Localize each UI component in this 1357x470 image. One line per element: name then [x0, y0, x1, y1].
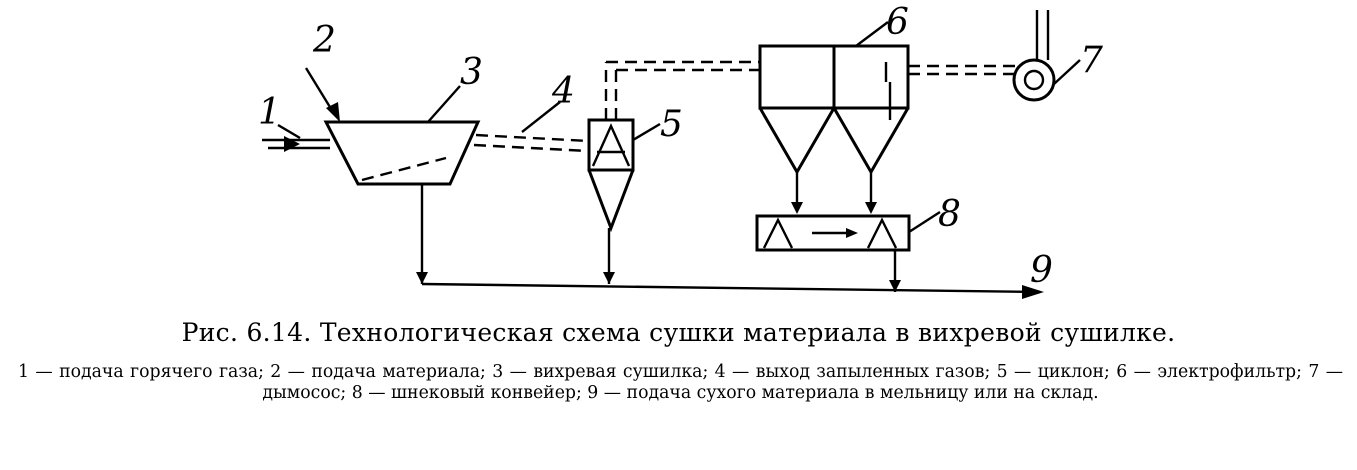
- smoke-exhauster: [1012, 10, 1056, 102]
- dry-material-lines: [416, 184, 1044, 299]
- filter-to-exhauster-duct: [908, 64, 1018, 76]
- process-scheme-diagram: 1 2 3 4 5 6: [258, 2, 1103, 299]
- label-9: 9: [1030, 250, 1053, 291]
- figure-title: Технологическая схема сушки материала в …: [319, 318, 1176, 347]
- label-5: 5: [660, 104, 683, 145]
- leader-line-5: [632, 122, 661, 142]
- leader-line-8: [908, 210, 941, 234]
- label-3: 3: [460, 52, 483, 93]
- label-1: 1: [258, 92, 281, 133]
- label-4: 4: [551, 71, 575, 112]
- leader-line-7: [1053, 59, 1081, 85]
- leader-line-4: [521, 101, 561, 133]
- label-8: 8: [938, 194, 961, 235]
- leader-line-1: [277, 123, 301, 140]
- hot-gas-inlet-arrow: [262, 136, 330, 152]
- cyclone: [587, 118, 635, 233]
- screw-conveyor: [755, 214, 911, 252]
- label-7: 7: [1080, 40, 1103, 81]
- cyclone-to-filter-duct: [604, 60, 760, 120]
- figure-number: Рис. 6.14.: [181, 318, 312, 347]
- leader-line-6: [855, 21, 889, 47]
- label-2: 2: [312, 20, 336, 61]
- vortex-dryer: [323, 120, 481, 186]
- dusty-gas-duct: [473, 133, 589, 153]
- material-feed-arrow: [304, 67, 340, 122]
- hopper-discharge-arrows: [791, 172, 877, 214]
- label-6: 6: [886, 2, 909, 43]
- figure-legend: 1 — подача горячего газа; 2 — подача мат…: [18, 362, 1343, 403]
- figure-caption: Рис. 6.14. Технологическая схема сушки м…: [0, 318, 1357, 347]
- electrofilter: [758, 44, 910, 175]
- leader-line-3: [427, 85, 461, 123]
